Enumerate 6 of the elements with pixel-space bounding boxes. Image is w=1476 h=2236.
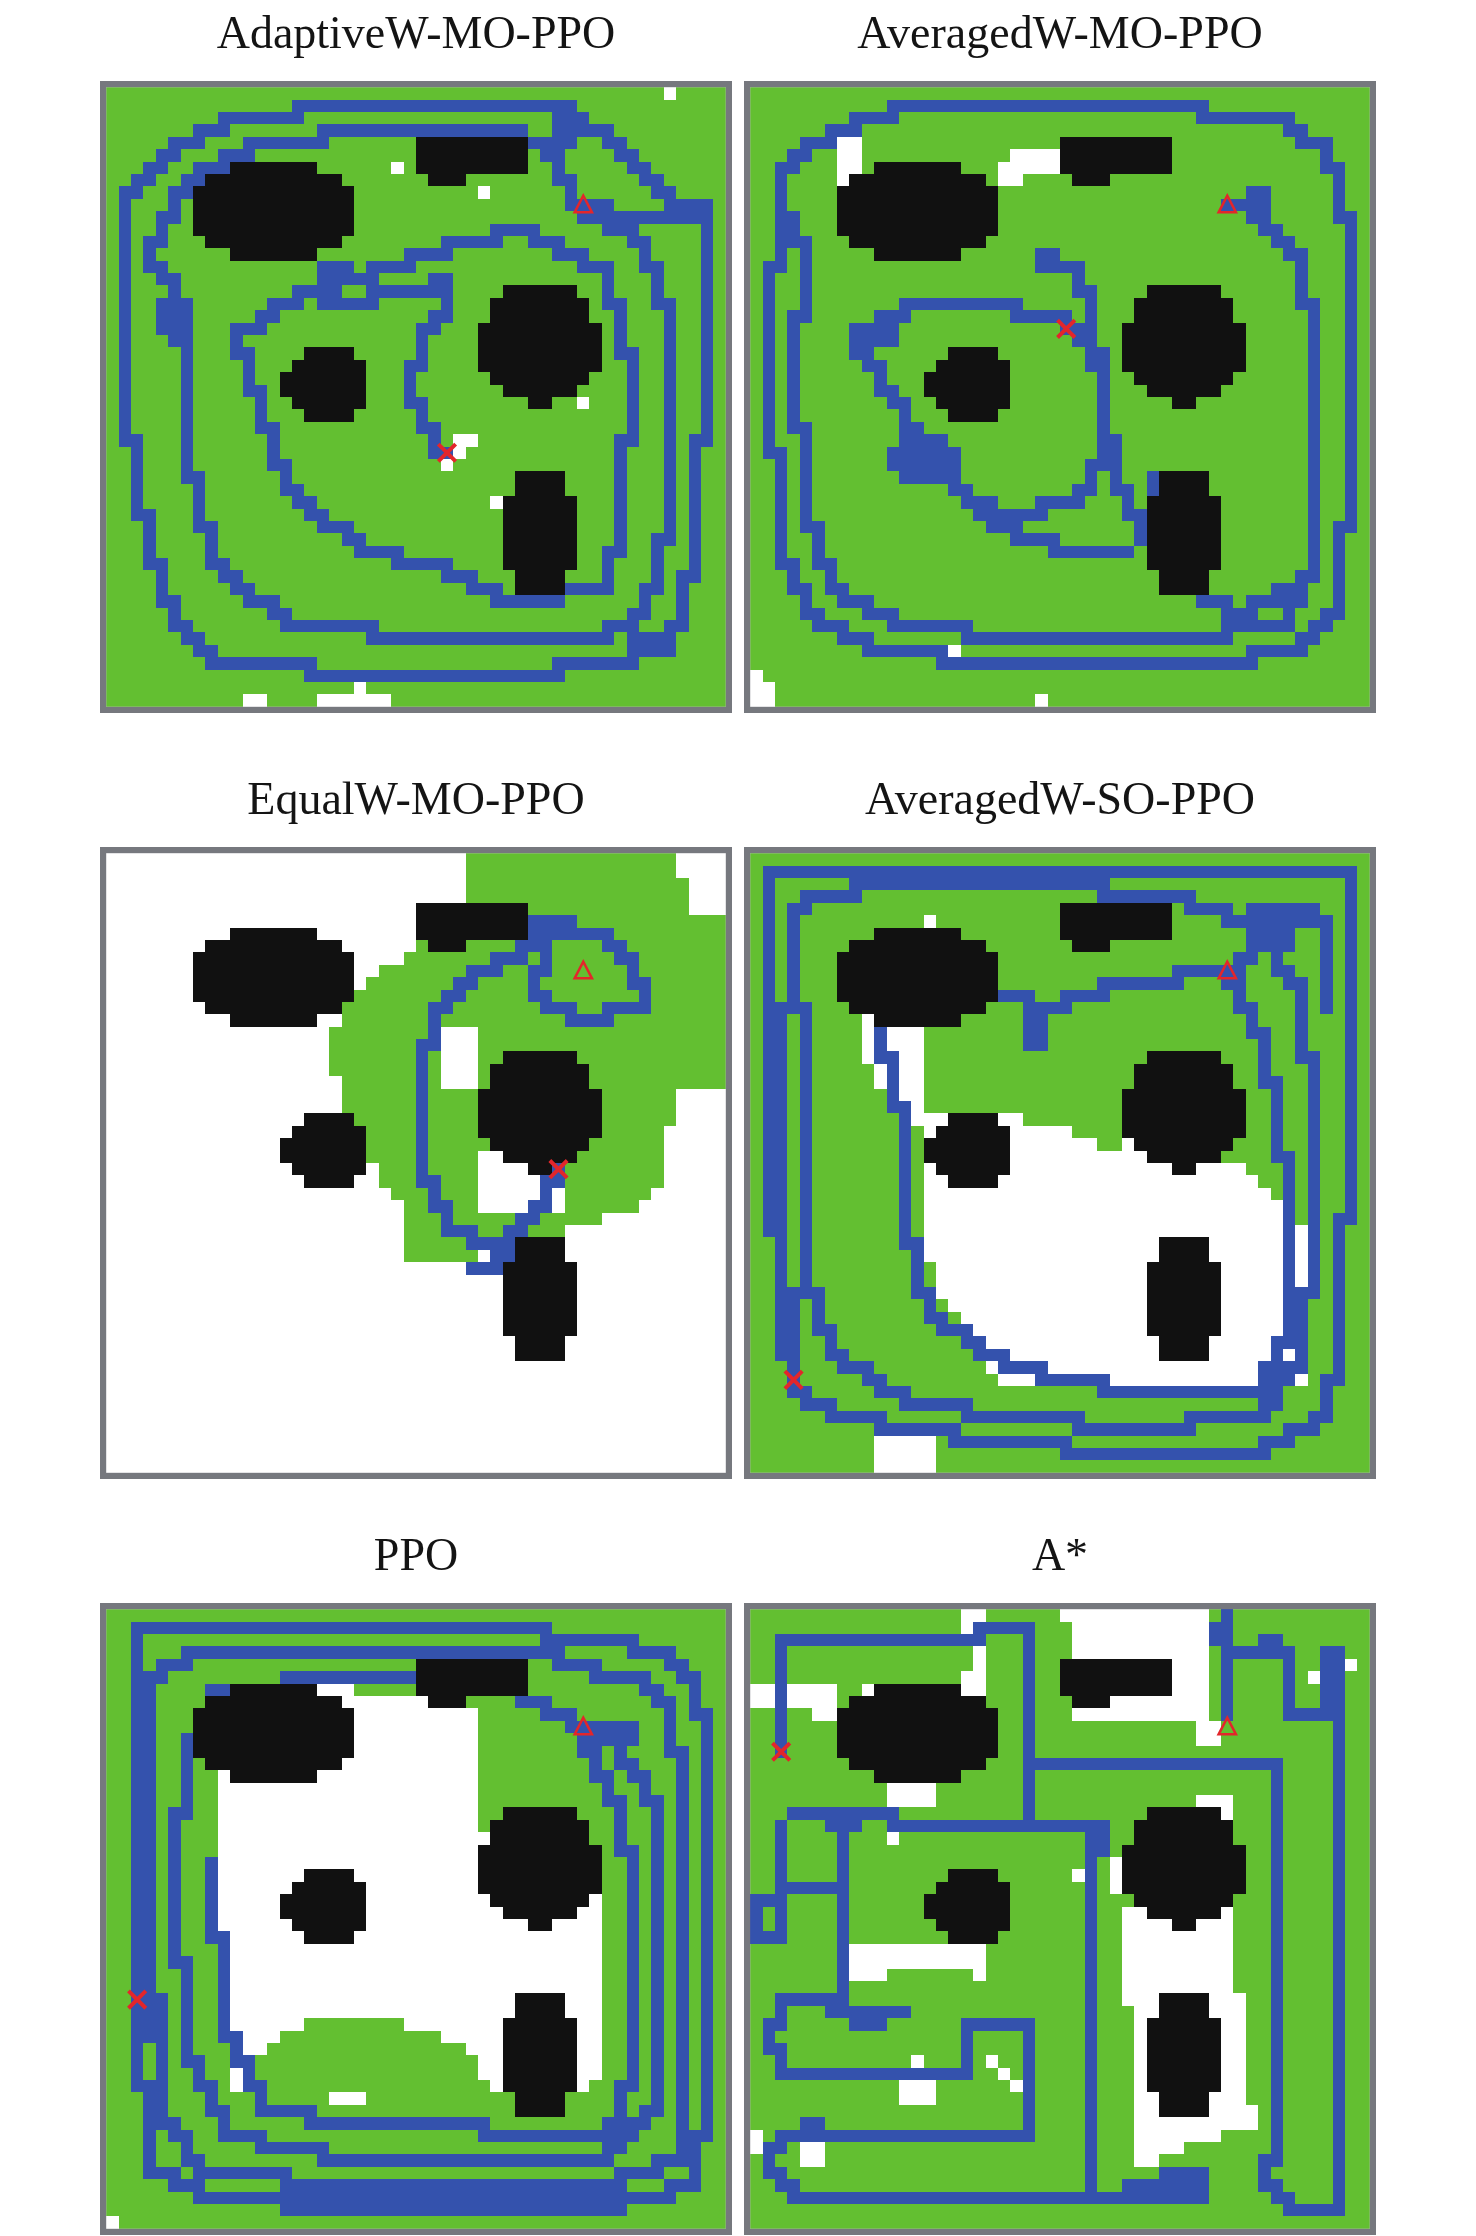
panel-title: AdaptiveW-MO-PPO — [216, 6, 616, 60]
panel-title: EqualW-MO-PPO — [247, 772, 585, 826]
panel-title: AveragedW-MO-PPO — [857, 6, 1263, 60]
panel-title: PPO — [373, 1528, 459, 1582]
panel-title: AveragedW-SO-PPO — [864, 772, 1256, 826]
panel-title: A* — [1031, 1528, 1089, 1582]
